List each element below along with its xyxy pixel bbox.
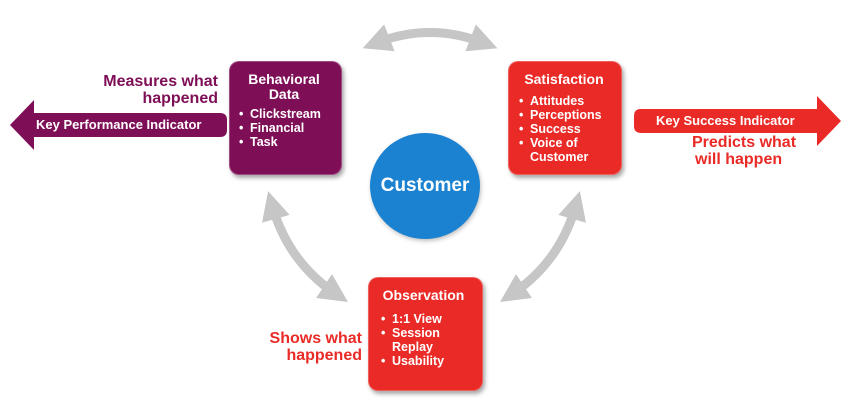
observation-caption-line2: happened: [286, 347, 362, 364]
kpi-caption-line1: Measures what: [103, 73, 218, 90]
observation-caption: Shows what happened: [262, 330, 362, 364]
satisfaction-title: Satisfaction: [524, 71, 604, 87]
list-item: Success: [519, 122, 615, 136]
observation-title: Observation: [382, 287, 465, 303]
behavioral-data-box: Behavioral Data Clickstream Financial Ta…: [229, 61, 342, 175]
ksi-caption-line1: Predicts what: [692, 134, 797, 151]
behavioral-title-line1: Behavioral: [248, 71, 320, 87]
behavioral-title-line2: Data: [268, 86, 300, 102]
list-item: Session: [381, 326, 474, 340]
observation-list: 1:1 View Session Replay Usability: [381, 312, 474, 368]
kpi-label: Key Performance Indicator: [36, 117, 202, 132]
list-item: Attitudes: [519, 94, 615, 108]
satisfaction-list: Attitudes Perceptions Success Voice of C…: [519, 94, 615, 164]
left-cycle-arrow: [262, 191, 348, 302]
top-cycle-arrow: [362, 24, 498, 52]
list-item: Voice of: [519, 136, 615, 150]
ksi-caption-line2: will happen: [695, 151, 783, 168]
list-item-continuation: Customer: [530, 150, 589, 164]
left-kpi-arrow: [10, 100, 227, 150]
ksi-label: Key Success Indicator: [656, 113, 795, 128]
list-item: Financial: [239, 121, 333, 135]
right-ksi-arrow: [634, 96, 841, 146]
ksi-caption: Predicts what will happen: [692, 134, 796, 168]
behavioral-list: Clickstream Financial Task: [239, 107, 333, 149]
list-item: Clickstream: [239, 107, 333, 121]
kpi-caption-line2: happened: [142, 90, 218, 107]
list-item-continuation: Replay: [392, 340, 433, 354]
list-item: Perceptions: [519, 108, 615, 122]
list-item: Task: [239, 135, 333, 149]
kpi-caption: Measures what happened: [98, 73, 218, 107]
right-cycle-arrow: [500, 191, 586, 302]
satisfaction-box: Satisfaction Attitudes Perceptions Succe…: [508, 61, 622, 175]
customer-label: Customer: [380, 175, 470, 196]
list-item: 1:1 View: [381, 312, 474, 326]
list-item: Usability: [381, 354, 474, 368]
observation-caption-line1: Shows what: [269, 330, 362, 347]
customer-circle: Customer: [370, 133, 480, 239]
observation-box: Observation 1:1 View Session Replay Usab…: [368, 277, 483, 391]
behavioral-title: Behavioral Data: [239, 72, 333, 102]
